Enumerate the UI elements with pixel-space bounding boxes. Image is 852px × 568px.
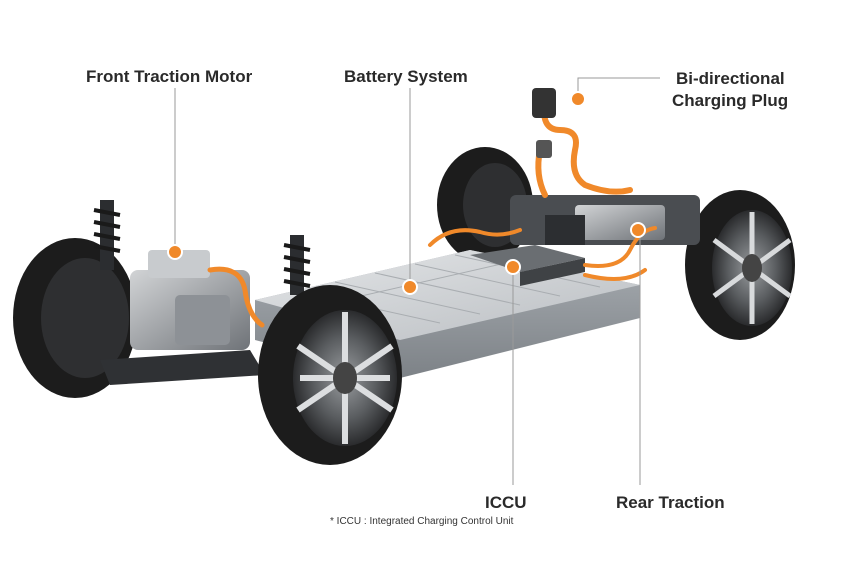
label-rear-traction: Rear Traction [616,493,725,512]
label-charging-plug-line1: Bi-directional [676,69,785,88]
iccu-unit [470,245,585,286]
charging-plug-unit [532,88,556,158]
iccu-footnote: * ICCU : Integrated Charging Control Uni… [330,516,514,527]
marker-rear-traction [630,222,646,238]
front-struts [93,200,311,295]
marker-front-motor [167,244,183,260]
label-front-traction-motor: Front Traction Motor [86,67,253,86]
label-battery-system: Battery System [344,67,468,86]
rear-subframe [510,195,700,245]
front-right-wheel [258,285,402,465]
rear-right-wheel [685,190,795,340]
marker-charging-plug [570,91,586,107]
label-charging-plug-line2: Charging Plug [672,91,789,110]
leader-charging-plug [577,77,660,98]
marker-battery [402,279,418,295]
markers [167,91,646,295]
front-left-wheel [13,238,137,398]
front-motor [100,250,265,385]
hv-cables [428,226,657,281]
marker-iccu [505,259,521,275]
front-motor-cable [207,266,265,328]
leader-lines [174,77,660,485]
label-iccu: ICCU [485,493,527,512]
